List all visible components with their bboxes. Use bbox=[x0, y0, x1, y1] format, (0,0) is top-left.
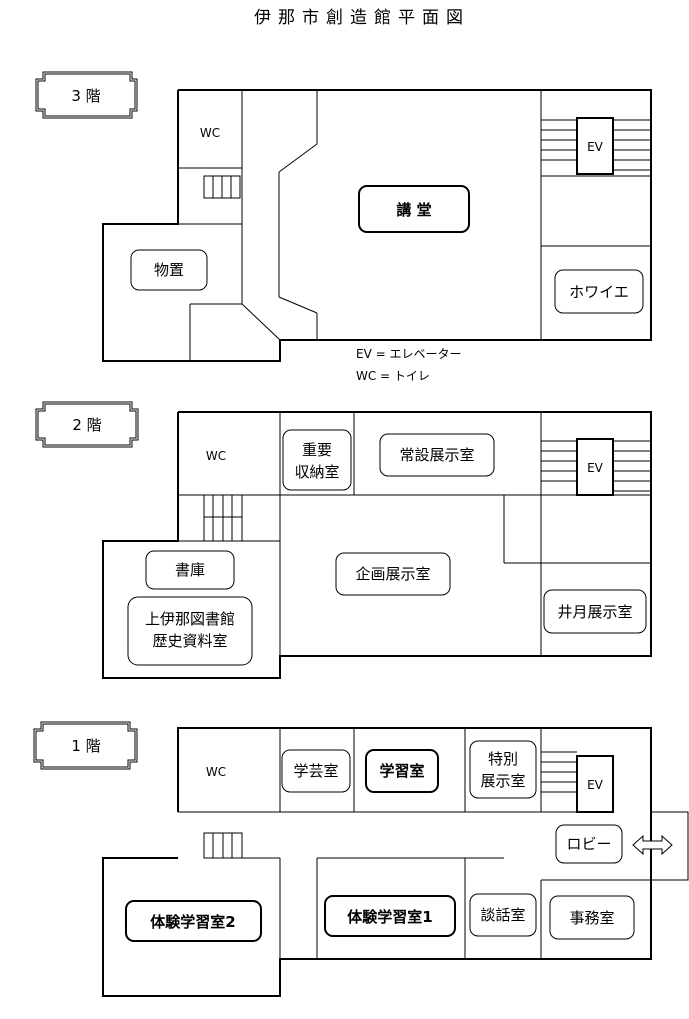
floor-3-foyer bbox=[554, 269, 644, 314]
floor-1-stairs-wc bbox=[203, 832, 243, 859]
floor-1-special-line1: 特別 bbox=[488, 750, 518, 768]
floor-2-outer-wall bbox=[102, 411, 652, 679]
floor-3-storage-label: 物置 bbox=[154, 261, 184, 279]
floor-1-office-label: 事務室 bbox=[569, 909, 614, 927]
floor-1-lounge bbox=[469, 893, 537, 937]
floor-2-label: 2 階 bbox=[35, 401, 139, 448]
floor-2-library-archive bbox=[127, 596, 253, 666]
floor-3-label-text: 3 階 bbox=[71, 87, 100, 105]
floor-1-hands-on-1-label: 体験学習室1 bbox=[347, 908, 432, 926]
floor-2-permanent-exhibition bbox=[379, 433, 495, 477]
floor-1-elevator bbox=[576, 755, 614, 813]
floor-2-vault-line2: 収納室 bbox=[294, 463, 339, 481]
floor-1-office bbox=[549, 895, 635, 940]
floor-3-stairs-wc bbox=[203, 175, 241, 199]
floor-3-label: 3 階 bbox=[35, 71, 138, 119]
floor-2-vault-line1: 重要 bbox=[302, 441, 332, 459]
floor-3-storage bbox=[130, 249, 208, 291]
floor-1-stairs-ev bbox=[541, 751, 577, 793]
floor-3-lecture-hall-label: 講 堂 bbox=[396, 201, 431, 219]
floor-3-stairs-ev bbox=[541, 119, 651, 171]
floor-1-hands-on-room-1 bbox=[324, 895, 456, 937]
floor-1-ev-label: EV bbox=[587, 778, 604, 792]
floor-2-stacks bbox=[145, 550, 235, 590]
floor-2-stairs-wc bbox=[203, 494, 243, 542]
floor-1-curator-label: 学芸室 bbox=[293, 762, 338, 780]
floor-2-izutsuki-label: 井月展示室 bbox=[557, 603, 632, 621]
floor-1-label-text: 1 階 bbox=[71, 737, 100, 755]
floor-3-lecture-hall bbox=[358, 185, 470, 233]
floor-1-special-exhibition bbox=[469, 740, 537, 799]
floor-2-stacks-label: 書庫 bbox=[175, 561, 205, 579]
entrance-double-arrow bbox=[632, 834, 673, 856]
floor-2-ev-label: EV bbox=[587, 461, 604, 475]
floor-2-library-line2: 歴史資料室 bbox=[152, 632, 227, 650]
floor-3-outer-wall bbox=[102, 89, 652, 362]
floor-2-elevator bbox=[576, 438, 614, 496]
floor-1-lobby bbox=[555, 824, 623, 864]
floor-2-permanent-label: 常設展示室 bbox=[399, 446, 474, 464]
floor-3-elevator bbox=[576, 117, 614, 175]
floor-2-special-label: 企画展示室 bbox=[355, 565, 430, 583]
floor-2-special-exhibition bbox=[335, 552, 451, 596]
floor-2: 2 階 bbox=[35, 401, 652, 679]
legend-wc: WC = トイレ bbox=[356, 369, 430, 383]
floor-1-entrance bbox=[651, 811, 689, 881]
floor-1-wc-label: WC bbox=[206, 765, 226, 779]
floor-2-label-text: 2 階 bbox=[72, 416, 101, 434]
floor-2-wc-label: WC bbox=[206, 449, 226, 463]
floor-1-lounge-label: 談話室 bbox=[480, 906, 525, 924]
floor-3-foyer-label: ホワイエ bbox=[569, 283, 629, 301]
floor-2-vault-room bbox=[282, 429, 352, 491]
floor-2-izutsuki-exhibition bbox=[543, 589, 647, 634]
floor-1-study-label: 学習室 bbox=[379, 762, 424, 780]
floor-1-hands-on-room-2 bbox=[125, 900, 262, 942]
floor-3-wc-label: WC bbox=[200, 126, 220, 140]
floor-1-curator-room bbox=[281, 749, 351, 793]
floor-1-hands-on-2-label: 体験学習室2 bbox=[150, 913, 235, 931]
floor-2-library-line1: 上伊那図書館 bbox=[145, 610, 235, 628]
floor-1-study-room bbox=[365, 749, 439, 793]
floor-1-label: 1 階 bbox=[33, 721, 138, 770]
floor-1: 1 階 bbox=[33, 721, 689, 997]
legend-ev: EV = エレベーター bbox=[356, 347, 461, 361]
floor-3-ev-label: EV bbox=[587, 140, 604, 154]
floor-3: 3 階 bbox=[35, 71, 652, 362]
floor-2-stairs-ev bbox=[541, 440, 651, 492]
floor-1-special-line2: 展示室 bbox=[480, 772, 525, 790]
page-title: 伊那市創造館平面図 bbox=[254, 8, 470, 28]
floor-1-lobby-label: ロビー bbox=[566, 835, 611, 853]
